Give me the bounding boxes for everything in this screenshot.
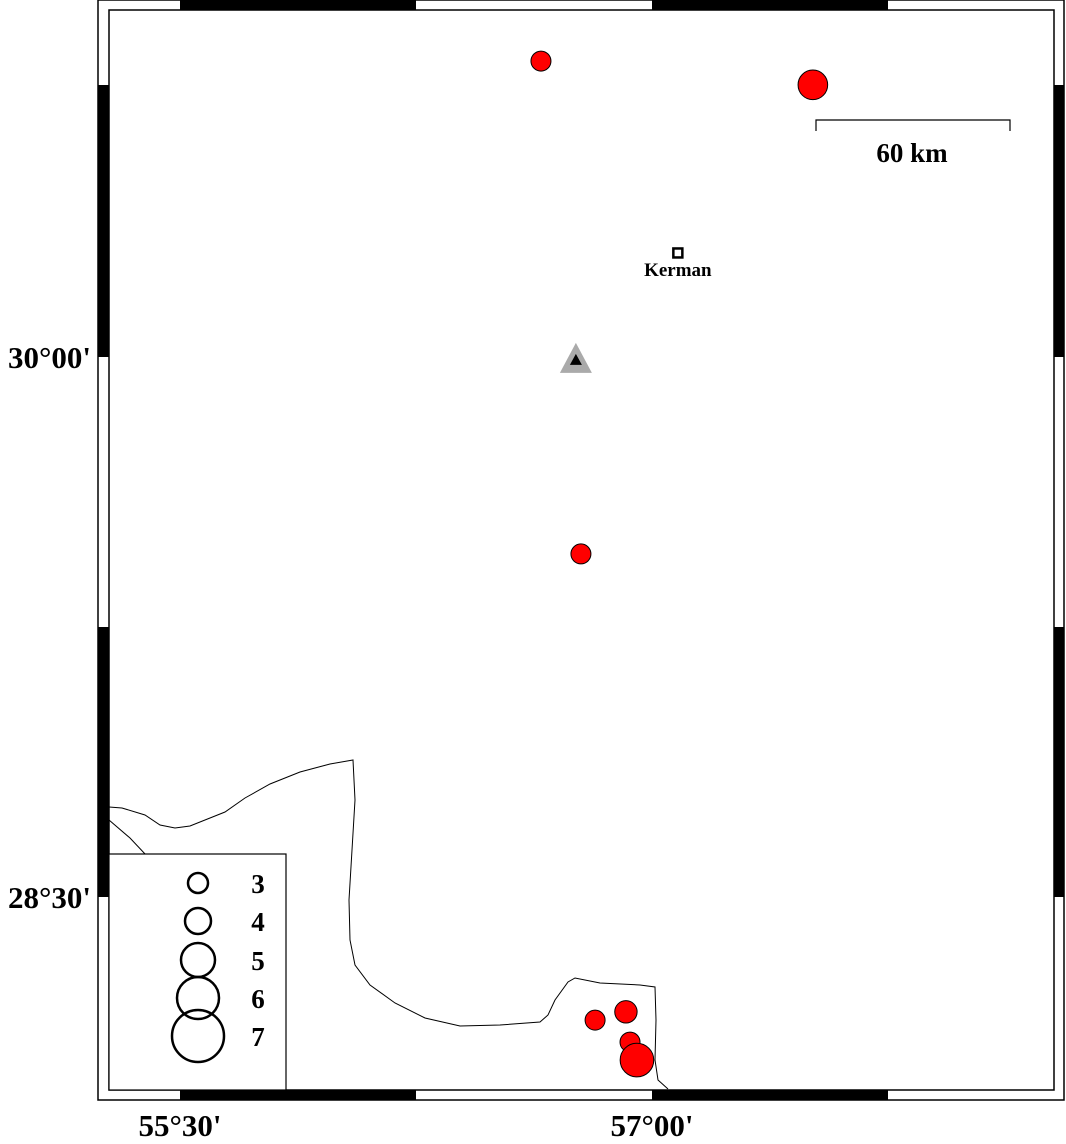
earthquake-event xyxy=(619,1042,655,1078)
legend-circle xyxy=(175,975,221,1021)
city-label: Kerman xyxy=(644,260,712,281)
scale-bar: 60 km xyxy=(815,119,1011,168)
y-tick-label: 30°00' xyxy=(8,340,91,375)
legend-circle xyxy=(183,906,213,936)
legend-label: 3 xyxy=(251,869,265,899)
axis-labels: 55°30' 57°00' 30°00' 28°30' xyxy=(8,340,694,1143)
coastline xyxy=(108,759,669,1090)
x-tick-label: 57°00' xyxy=(611,1108,694,1139)
earthquake-event xyxy=(584,1009,606,1031)
magnitude-legend: 3 4 5 6 7 xyxy=(108,853,287,1091)
legend-label: 5 xyxy=(251,946,265,976)
legend-circle xyxy=(170,1008,226,1064)
y-tick-label: 28°30' xyxy=(8,880,91,915)
earthquake-event xyxy=(614,1000,638,1024)
x-tick-label: 55°30' xyxy=(138,1108,221,1139)
legend-label: 7 xyxy=(251,1022,265,1052)
scale-bar-label: 60 km xyxy=(876,138,948,168)
station-marker xyxy=(559,342,592,373)
legend-label: 6 xyxy=(251,984,265,1014)
city-square-icon xyxy=(672,247,684,259)
legend-label: 4 xyxy=(251,907,265,937)
legend-circle xyxy=(186,871,210,895)
events-layer xyxy=(530,50,829,1078)
coastline-west xyxy=(108,819,147,856)
earthquake-event xyxy=(530,50,552,72)
earthquake-event xyxy=(797,69,829,101)
station-triangle-icon xyxy=(569,353,582,365)
city-marker: Kerman xyxy=(644,247,712,281)
earthquake-event xyxy=(570,543,592,565)
